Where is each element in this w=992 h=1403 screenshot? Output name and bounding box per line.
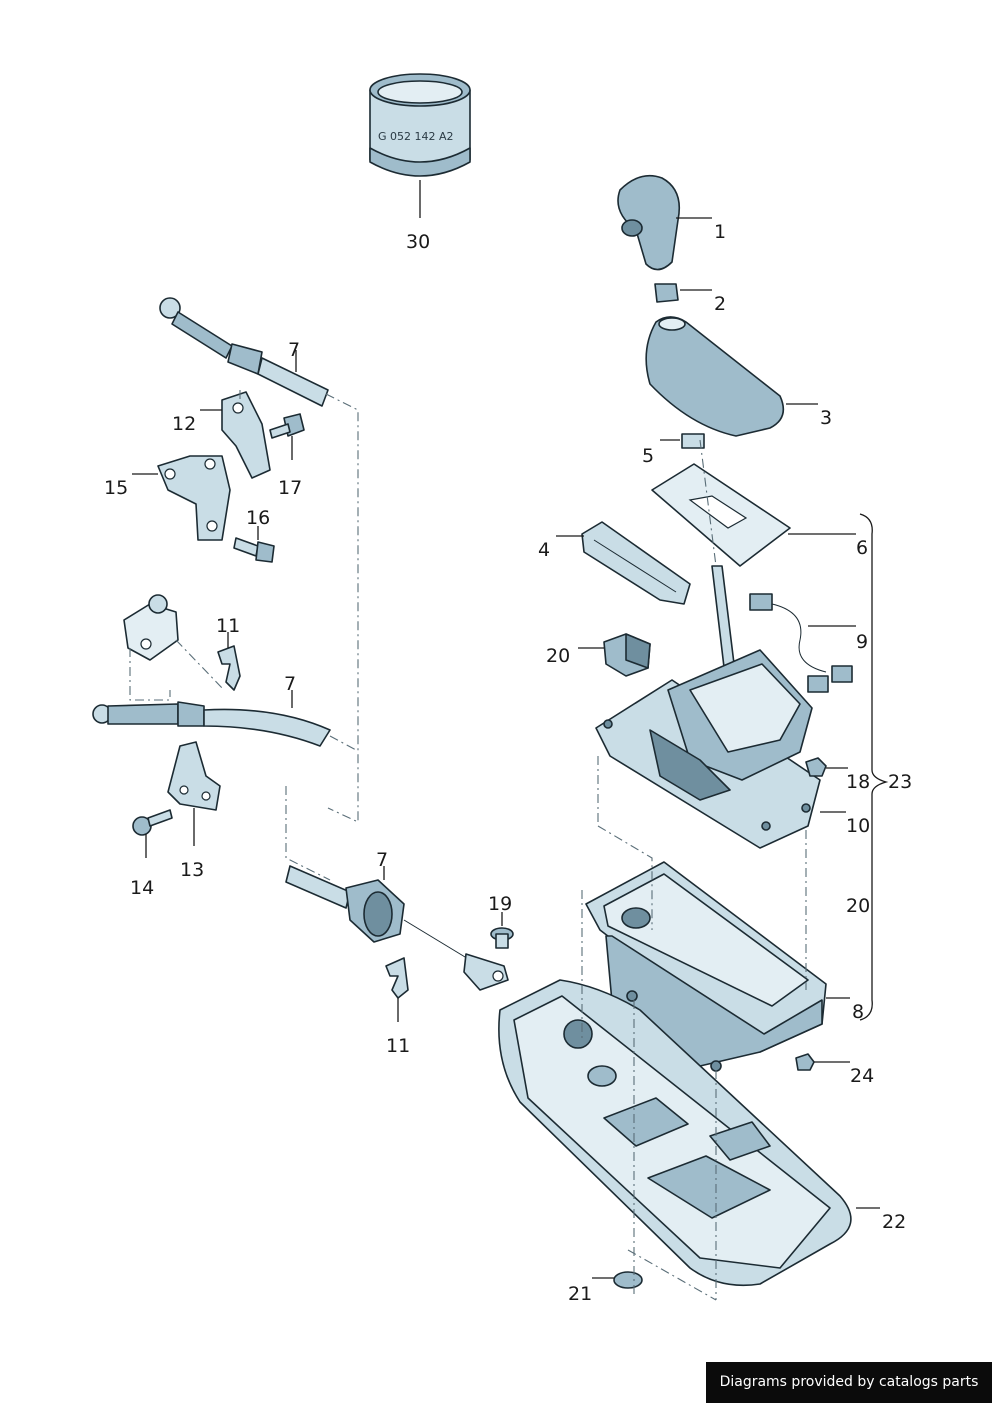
- label-3: 3: [820, 407, 832, 429]
- label-22: 22: [882, 1211, 906, 1233]
- part-14-bolt: [132, 809, 173, 836]
- label-14: 14: [130, 877, 154, 899]
- part-18-nut: [805, 757, 827, 777]
- part-stamp-text: G 052 142 A2: [378, 130, 454, 143]
- part-20-connector: [603, 633, 651, 677]
- label-6: 6: [856, 537, 868, 559]
- part-16-bolt: [233, 537, 275, 563]
- label-13: 13: [180, 859, 204, 881]
- label-7-top: 7: [288, 339, 300, 361]
- label-8: 8: [852, 1001, 864, 1023]
- label-17: 17: [278, 477, 302, 499]
- part-21-grommet: [613, 1271, 643, 1289]
- part-1-gear-knob: [617, 174, 681, 271]
- part-9-wiring-harness: [749, 593, 853, 693]
- bracket-23: [859, 513, 889, 1021]
- shift-lever-ghost: [123, 594, 225, 701]
- label-21: 21: [568, 1283, 592, 1305]
- label-7-lower: 7: [376, 849, 388, 871]
- part-22-base-plate: [498, 979, 852, 1287]
- part-11-clip-lower: [385, 957, 409, 999]
- label-7-middle: 7: [284, 673, 296, 695]
- label-4: 4: [538, 539, 550, 561]
- part-5-ring: [681, 433, 705, 449]
- label-1: 1: [714, 221, 726, 243]
- part-10-selector-mechanism: [595, 649, 821, 849]
- part-13-bracket: [167, 741, 221, 811]
- part-7-cable-lower: [285, 865, 509, 991]
- part-24-nut: [795, 1053, 815, 1071]
- label-30: 30: [406, 231, 430, 253]
- label-18: 18: [846, 771, 870, 793]
- label-20-upper: 20: [546, 645, 570, 667]
- part-30-sleeve: G 052 142 A2: [369, 73, 471, 177]
- label-10: 10: [846, 815, 870, 837]
- label-16: 16: [246, 507, 270, 529]
- part-4-indicator-strip: [581, 521, 691, 605]
- label-11-lower: 11: [386, 1035, 410, 1057]
- label-5: 5: [642, 445, 654, 467]
- part-11-clip-top: [217, 645, 241, 691]
- label-19: 19: [488, 893, 512, 915]
- part-19-pin: [490, 927, 514, 949]
- attribution-footer: Diagrams provided by catalogs parts: [706, 1362, 992, 1403]
- part-15-bracket: [157, 455, 231, 541]
- label-15: 15: [104, 477, 128, 499]
- part-7-cable-middle: [92, 701, 331, 747]
- label-2: 2: [714, 293, 726, 315]
- part-17-bolt: [269, 413, 305, 439]
- part-2-nut: [654, 283, 679, 303]
- label-23: 23: [888, 771, 912, 793]
- part-7-cable-top: [159, 297, 329, 407]
- label-24: 24: [850, 1065, 874, 1087]
- label-20-lower: 20: [846, 895, 870, 917]
- part-3-shift-boot: [645, 316, 785, 437]
- label-12: 12: [172, 413, 196, 435]
- label-9: 9: [856, 631, 868, 653]
- part-6-cover-plate: [651, 463, 791, 567]
- label-11-top: 11: [216, 615, 240, 637]
- part-12-bracket: [221, 391, 271, 479]
